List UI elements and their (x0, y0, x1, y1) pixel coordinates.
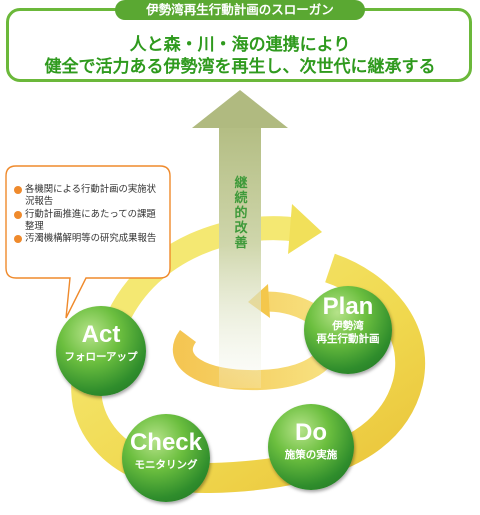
do-word: Do (295, 419, 327, 446)
check-sub: モニタリング (134, 459, 198, 471)
check-word: Check (129, 429, 203, 456)
spiral-band-inner (172, 291, 340, 391)
callout-item: 行動計画推進にあたっての課題整理 (14, 209, 164, 234)
spiral-band-upper (107, 216, 302, 324)
spiral-arrowhead-upper (288, 204, 322, 254)
act-sub: フォローアップ (64, 351, 138, 363)
plan-circle: Plan 伊勢湾 再生行動計画 (304, 286, 392, 374)
act-word: Act (81, 321, 121, 348)
bullet-dot (14, 186, 22, 194)
continuous-improvement-label: 継続的改善 (234, 176, 248, 251)
bullet-dot (14, 210, 22, 219)
bullet-dot (14, 235, 22, 244)
callout-item: 汚濁機構解明等の研究成果報告 (14, 233, 164, 245)
callout-list: 各機関による行動計画の実施状況報告 行動計画推進にあたっての課題整理 汚濁機構解… (14, 184, 164, 245)
check-circle: Check モニタリング (122, 414, 210, 502)
slogan-line-1: 人と森・川・海の連携により (129, 35, 351, 55)
slogan-line-2: 健全で活力ある伊勢湾を再生し、次世代に継承する (44, 57, 436, 77)
callout-bubble (5, 165, 171, 319)
slogan-title: 伊勢湾再生行動計画のスローガン (115, 0, 365, 20)
improvement-arrow-shaft (219, 126, 261, 388)
act-circle: Act フォローアップ (56, 306, 146, 396)
do-circle: Do 施策の実施 (268, 404, 354, 490)
plan-sub-2: 再生行動計画 (316, 333, 380, 345)
do-sub: 施策の実施 (284, 449, 338, 461)
plan-word: Plan (322, 293, 374, 320)
improvement-arrow-head (192, 90, 288, 128)
plan-sub-1: 伊勢湾 (332, 320, 364, 332)
callout-item: 各機関による行動計画の実施状況報告 (14, 184, 164, 209)
